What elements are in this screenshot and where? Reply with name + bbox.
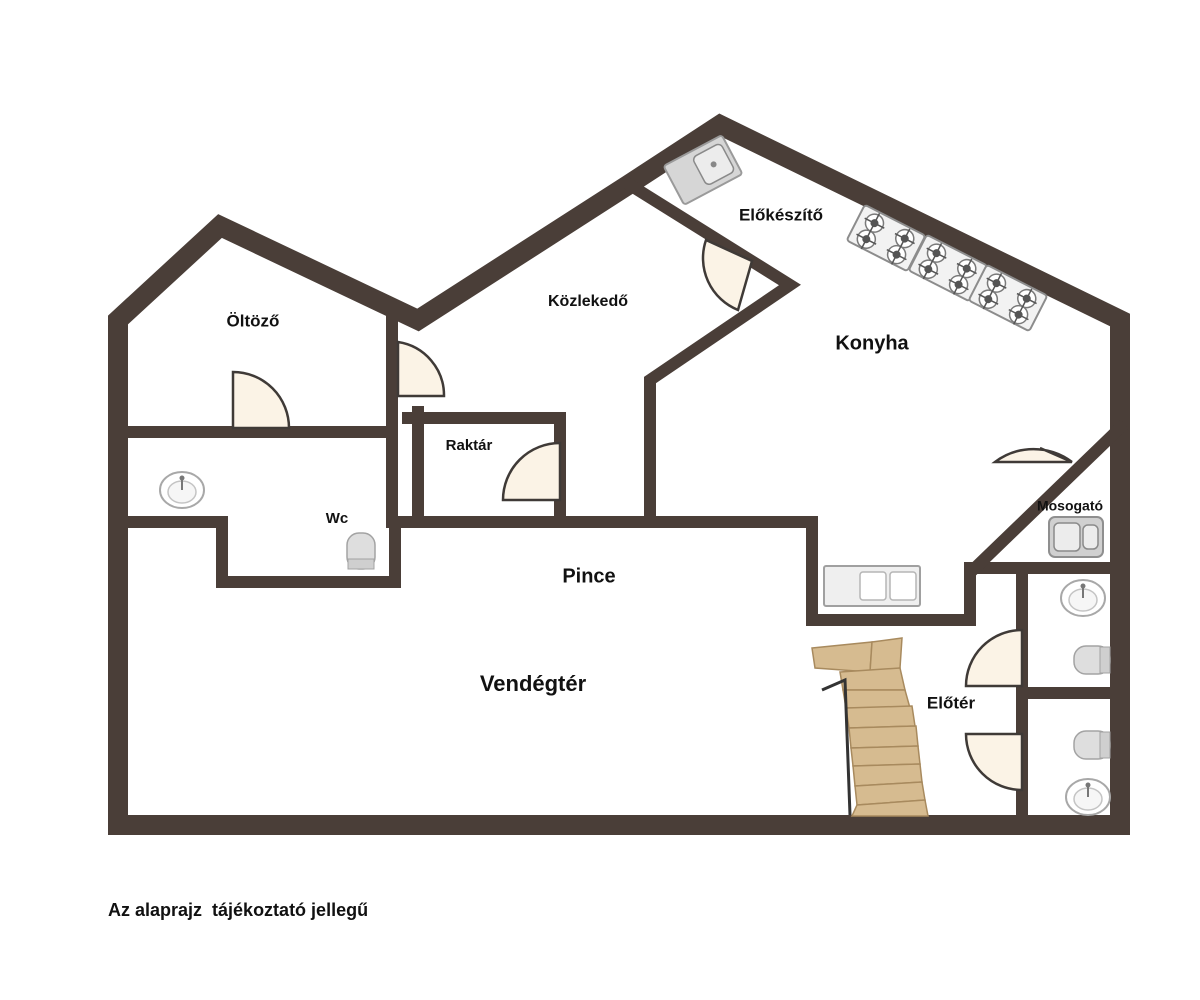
- door-swing-icon: [991, 446, 1073, 464]
- stair-tread: [842, 689, 911, 709]
- disclaimer-note: Az alaprajz tájékoztató jellegű: [108, 900, 369, 920]
- toilet-icon: [346, 532, 376, 570]
- stair-tread: [811, 641, 873, 673]
- stair-tread: [839, 667, 906, 691]
- outer-wall: [108, 113, 1130, 835]
- room-label-elokeszito: Előkészítő: [739, 205, 823, 224]
- room-label-eloter: Előtér: [927, 693, 976, 712]
- room-label-vendegter: Vendégtér: [480, 671, 587, 696]
- door-swing-icon: [964, 628, 1024, 688]
- washbasin-icon: [159, 471, 205, 509]
- stair-tread: [869, 637, 903, 673]
- kitchen-sink-icon: [823, 565, 921, 607]
- door-swing-icon: [396, 340, 446, 398]
- room-label-konyha: Konyha: [835, 332, 909, 354]
- door-swing-icon: [701, 238, 754, 312]
- stair-tread: [845, 705, 916, 729]
- wall-mosogato: [966, 419, 1129, 577]
- kitchen-sink-icon: [663, 135, 743, 205]
- toilet-icon: [1073, 730, 1111, 760]
- room-label-mosogato: Mosogató: [1037, 498, 1103, 514]
- stair-tread: [850, 799, 929, 817]
- room-label-kozlekedo: Közlekedő: [548, 293, 628, 310]
- door-swing-icon: [501, 441, 562, 502]
- stair-tread: [848, 725, 919, 749]
- room-label-oltozo: Öltöző: [227, 311, 280, 330]
- room-label-pince: Pince: [562, 565, 615, 587]
- wall-wc-south: [122, 516, 401, 588]
- door-swing-icon: [231, 370, 291, 430]
- washbasin-icon: [1060, 579, 1106, 617]
- stair-handrail: [821, 677, 852, 816]
- kitchen-sink-icon: [1048, 516, 1104, 558]
- stair-tread: [850, 745, 921, 767]
- staircase-icon: [811, 637, 929, 817]
- doors: [231, 238, 1073, 792]
- toilet-icon: [1073, 645, 1111, 675]
- room-label-wc: Wc: [326, 510, 349, 527]
- door-swing-icon: [964, 732, 1024, 792]
- washbasin-icon: [1065, 778, 1111, 816]
- fixtures: [159, 135, 1111, 816]
- room-label-raktar: Raktár: [446, 437, 493, 454]
- walls: [108, 113, 1130, 835]
- wall-eloter-wc: [1016, 572, 1121, 821]
- wall-pince-north: [389, 516, 1126, 626]
- wall-kozlekedo-konyha: [621, 176, 801, 518]
